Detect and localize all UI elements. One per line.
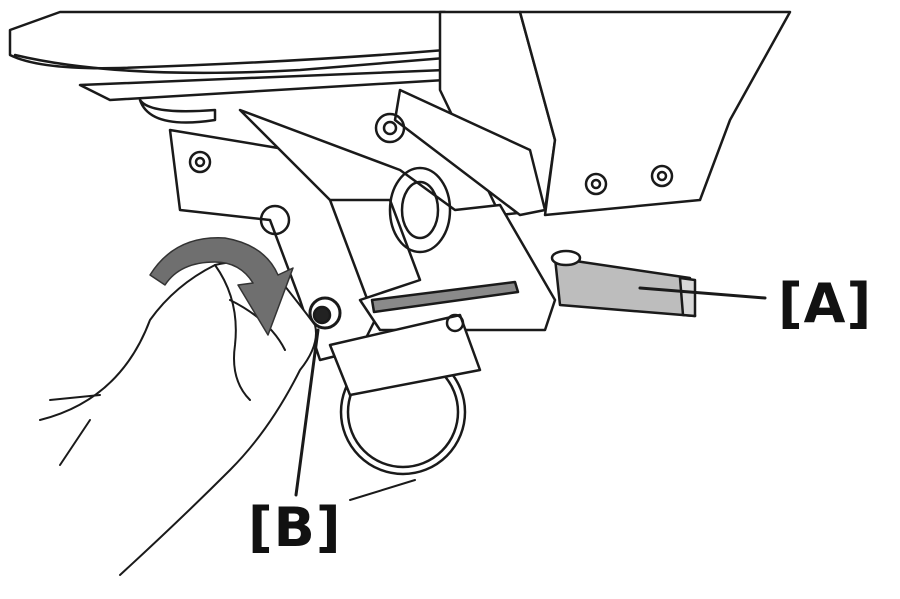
upper-housing xyxy=(8,10,792,217)
rod xyxy=(370,280,520,314)
hex-bolt-icon xyxy=(374,112,406,144)
rotation-arrow-icon xyxy=(149,237,294,336)
lever-a xyxy=(550,249,767,318)
screw-b xyxy=(294,296,342,497)
screw-icon xyxy=(650,164,674,188)
callout-label-a: [A] xyxy=(778,272,873,335)
disc xyxy=(328,313,482,476)
callout-label-b: [B] xyxy=(248,496,342,559)
hand xyxy=(39,261,416,576)
screw-icon xyxy=(584,172,608,196)
